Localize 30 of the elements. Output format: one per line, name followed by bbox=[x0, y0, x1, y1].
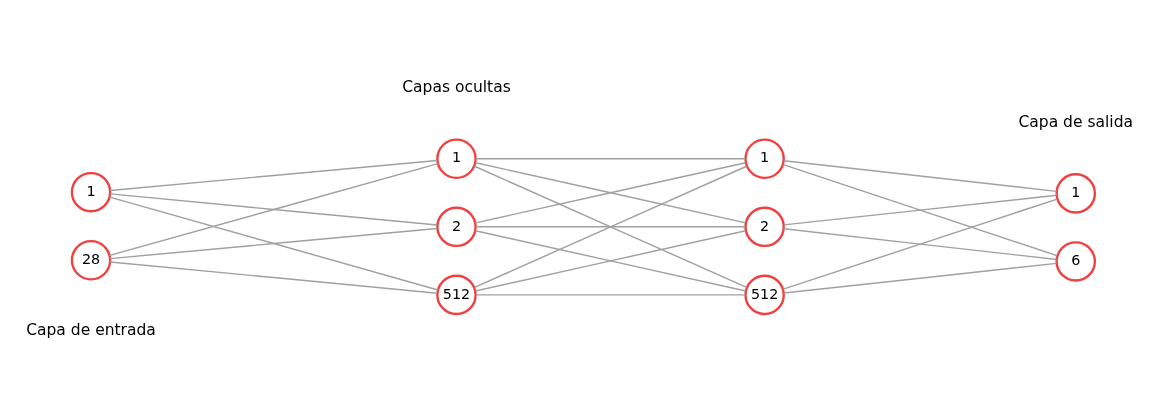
connector bbox=[109, 261, 438, 294]
connector bbox=[475, 226, 747, 228]
node-circle: 1 bbox=[436, 138, 477, 180]
connector bbox=[782, 163, 1058, 257]
node-circle: 512 bbox=[436, 274, 477, 316]
connector bbox=[783, 160, 1058, 193]
node-circle: 6 bbox=[1055, 241, 1097, 282]
connector bbox=[109, 227, 438, 260]
node-circle: 1 bbox=[744, 138, 785, 180]
node-circle: 1 bbox=[70, 171, 112, 213]
connector bbox=[783, 194, 1058, 226]
connector bbox=[473, 165, 748, 289]
node-circle: 2 bbox=[436, 206, 477, 248]
connector bbox=[109, 162, 439, 257]
node-circle: 512 bbox=[744, 274, 785, 316]
connector bbox=[109, 196, 439, 291]
connector bbox=[783, 262, 1058, 294]
node-circle: 2 bbox=[744, 206, 785, 248]
label: Capa de salida bbox=[1018, 112, 1134, 131]
connector bbox=[474, 230, 747, 292]
connector bbox=[782, 198, 1058, 290]
node-circle: 28 bbox=[70, 239, 112, 281]
label: Capas ocultas bbox=[402, 78, 511, 97]
node-circle: 1 bbox=[1055, 173, 1097, 214]
connector bbox=[475, 158, 747, 160]
connector bbox=[475, 294, 747, 296]
connector bbox=[109, 193, 438, 226]
connector bbox=[783, 228, 1058, 261]
connector bbox=[109, 159, 438, 192]
label: Capa de entrada bbox=[26, 320, 156, 339]
